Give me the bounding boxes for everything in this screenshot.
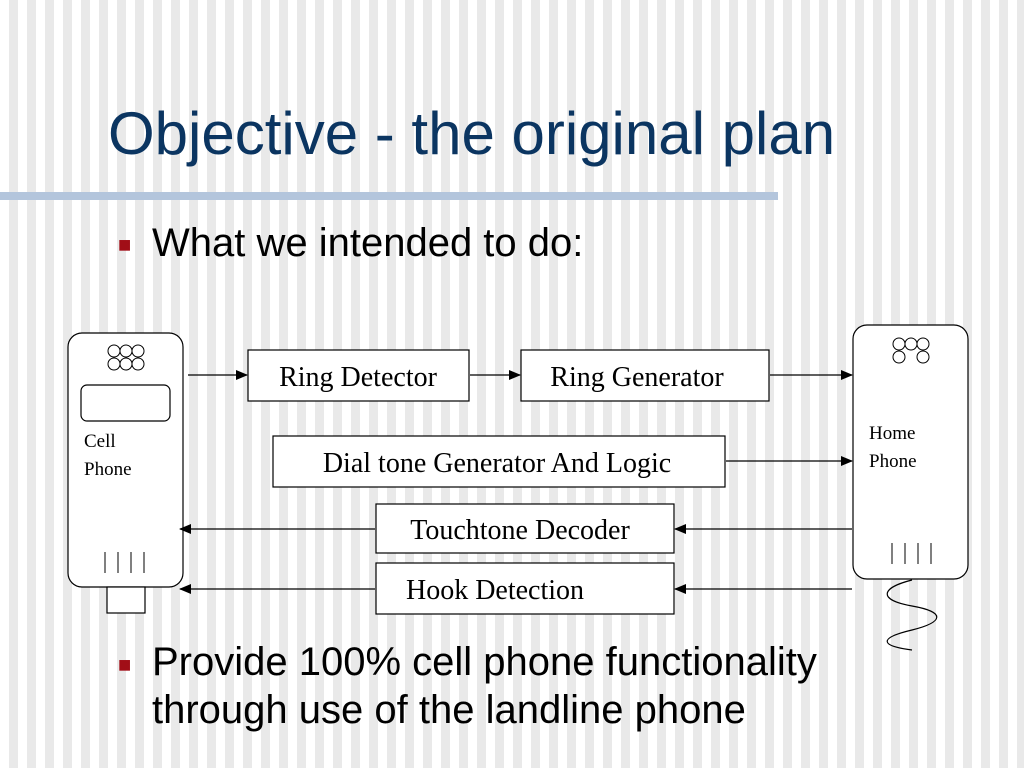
touchtone-decoder-block: Touchtone Decoder (375, 503, 675, 554)
hook-detection-label: Hook Detection (406, 575, 584, 606)
bullet-marker: ■ (118, 232, 132, 257)
cell-phone-label: Phone (84, 459, 132, 480)
dial-tone-logic-label: Dial tone Generator And Logic (323, 448, 671, 479)
hook-detection-block: Hook Detection (375, 562, 675, 615)
cell-phone-dock-connector (106, 586, 146, 614)
cell-phone: Cell Phone (67, 332, 184, 614)
coiled-cord-icon (886, 579, 938, 651)
home-phone: Home Phone (852, 324, 969, 651)
cell-phone-connector-pins-icon (104, 552, 145, 573)
cell-phone-screen (80, 384, 171, 422)
bullet-marker: ■ (118, 652, 132, 677)
title-underline (0, 192, 778, 200)
home-phone-keypad-icon (892, 337, 930, 364)
cell-phone-label: Cell (84, 431, 116, 452)
ring-generator-block: Ring Generator (520, 349, 770, 402)
home-phone-label: Phone (869, 451, 917, 472)
home-phone-label: Home (869, 423, 915, 444)
cell-phone-keypad-icon (107, 344, 145, 371)
bullet-provide-functionality-line-2: through use of the landline phone (152, 688, 746, 732)
ring-detector-block: Ring Detector (247, 349, 470, 402)
home-phone-connector-pins-icon (891, 543, 932, 564)
bullet-provide-functionality-line-1: Provide 100% cell phone functionality (152, 640, 817, 684)
bullet-what-we-intended: What we intended to do: (152, 221, 584, 265)
touchtone-decoder-label: Touchtone Decoder (410, 515, 630, 546)
ring-generator-label: Ring Generator (550, 362, 724, 393)
dial-tone-logic-block: Dial tone Generator And Logic (272, 435, 726, 488)
slide-title: Objective - the original plan (108, 100, 836, 167)
ring-detector-label: Ring Detector (279, 362, 438, 393)
